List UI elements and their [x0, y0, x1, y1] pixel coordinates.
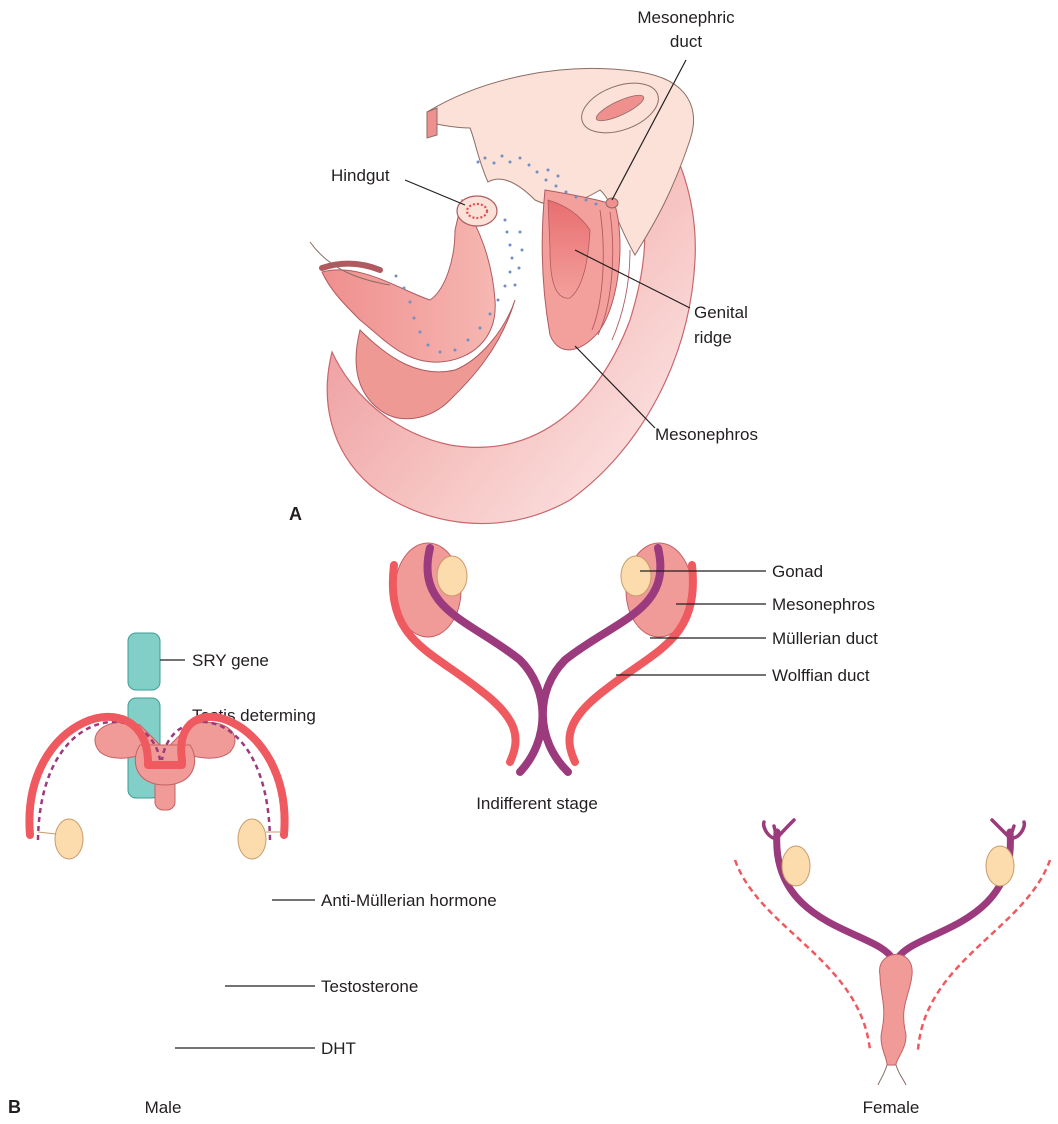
vaginal-opening — [878, 1065, 906, 1085]
caption-indifferent-stage: Indifferent stage — [476, 794, 598, 813]
label-mullerian-duct: Müllerian duct — [772, 629, 878, 648]
gonad-right — [621, 556, 651, 596]
caption-female: Female — [863, 1098, 920, 1117]
label-genital-ridge-line1: Genital — [694, 303, 748, 322]
label-genital-ridge-line2: ridge — [694, 328, 732, 347]
gut-tip — [322, 264, 380, 270]
wolffian-regressed-right — [918, 860, 1050, 1050]
efferent-left — [38, 832, 56, 834]
label-mesonephros-a: Mesonephros — [655, 425, 758, 444]
label-amh: Anti-Müllerian hormone — [321, 891, 497, 910]
label-mesonephric-duct-line2: duct — [670, 32, 702, 51]
sry-gene-box — [128, 633, 160, 690]
uterus-vagina — [880, 954, 913, 1065]
caption-male: Male — [145, 1098, 182, 1117]
testis-right — [238, 819, 266, 859]
panel-b-letter: B — [8, 1097, 21, 1117]
embryo-section — [310, 68, 695, 523]
panel-a-letter: A — [289, 504, 302, 524]
hindgut-ring-outer — [457, 196, 497, 226]
indifferent-stage-diagram — [393, 543, 693, 772]
label-testosterone: Testosterone — [321, 977, 418, 996]
label-mesonephros-b: Mesonephros — [772, 595, 875, 614]
label-sry-gene: SRY gene — [192, 651, 269, 670]
ovary-right — [986, 846, 1014, 886]
leader-hindgut — [405, 180, 465, 205]
flap — [427, 108, 437, 138]
wolffian-regressed-left — [735, 860, 870, 1050]
label-dht: DHT — [321, 1039, 356, 1058]
label-hindgut: Hindgut — [331, 166, 390, 185]
gonad-left — [437, 556, 467, 596]
label-mesonephric-duct-line1: Mesonephric — [637, 8, 735, 27]
female-diagram — [735, 820, 1050, 1085]
label-gonad: Gonad — [772, 562, 823, 581]
testis-left — [55, 819, 83, 859]
label-wolffian-duct: Wolffian duct — [772, 666, 870, 685]
ovary-left — [782, 846, 810, 886]
